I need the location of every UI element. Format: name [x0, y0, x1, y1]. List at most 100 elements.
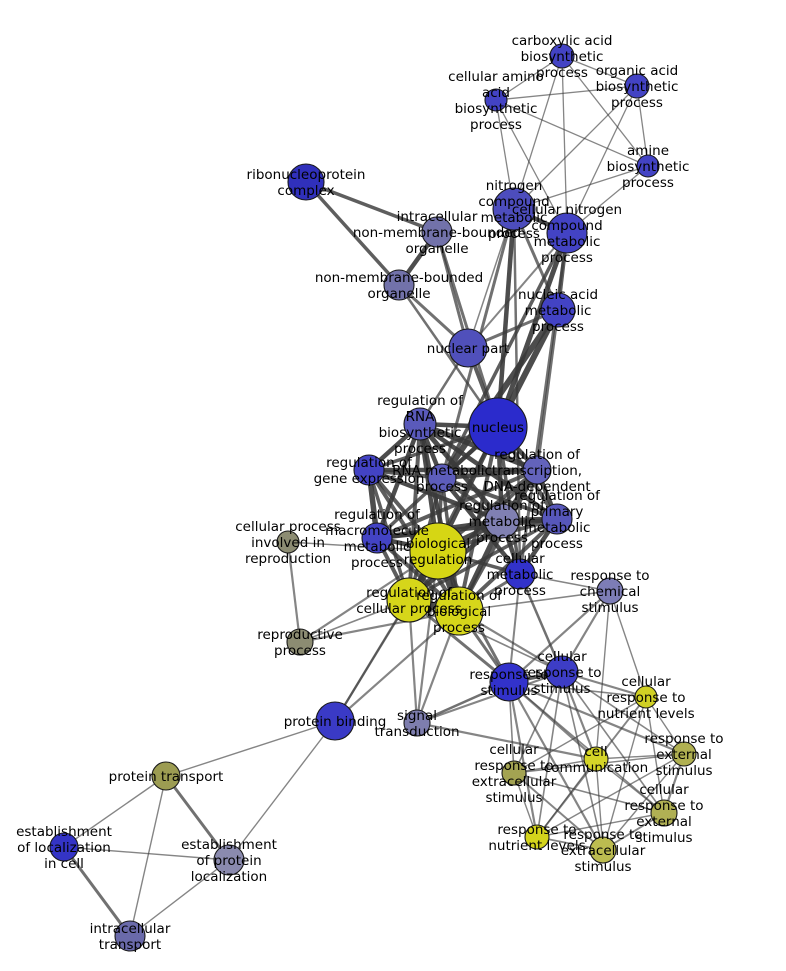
edge-res-rnl — [536, 753, 685, 838]
node-cmp[interactable] — [504, 558, 536, 590]
node-epl[interactable] — [213, 844, 245, 876]
edge-cc-cres — [513, 758, 597, 774]
node-rs[interactable] — [489, 662, 529, 702]
edge-nc-cmp — [512, 208, 522, 575]
node-rcs[interactable] — [596, 577, 624, 605]
node-ribo[interactable] — [287, 163, 325, 201]
node-it[interactable] — [114, 920, 146, 952]
node-caa[interactable] — [484, 88, 508, 112]
edge-bioreg-st — [415, 550, 440, 724]
edge-cres-rext — [513, 772, 604, 851]
node-npart[interactable] — [448, 328, 488, 368]
node-crnl[interactable] — [634, 685, 658, 709]
edge-crs-st — [416, 670, 563, 725]
node-cree[interactable] — [650, 799, 678, 827]
edge-rbp-rp — [299, 609, 460, 644]
edge-rs-rnl — [507, 681, 539, 838]
edge-ca-oa — [561, 55, 638, 87]
edge-rs-crnl — [508, 681, 647, 698]
node-rp[interactable] — [286, 628, 314, 656]
node-nc[interactable] — [492, 187, 536, 231]
node-rmp[interactable] — [484, 503, 520, 539]
node-rge[interactable] — [353, 454, 385, 486]
edge-cc-cree — [595, 758, 665, 814]
edge-rcs-rs — [508, 590, 611, 683]
edge-crs-cree — [561, 671, 665, 814]
edge-ca-am — [561, 55, 649, 167]
edge-am-nc — [513, 165, 649, 210]
node-st[interactable] — [403, 709, 431, 737]
node-pt[interactable] — [151, 761, 181, 791]
node-nam[interactable] — [540, 292, 576, 328]
edge-pb-pt — [165, 720, 336, 777]
node-crs[interactable] — [545, 655, 579, 689]
node-rpm[interactable] — [541, 503, 573, 535]
node-cnc[interactable] — [546, 212, 588, 254]
node-inmb[interactable] — [421, 216, 453, 248]
edge-oa-am — [636, 85, 649, 167]
edge-cree-rnl — [536, 812, 665, 838]
node-oa[interactable] — [624, 73, 650, 99]
edge-elc-epl — [63, 846, 230, 861]
node-nmb[interactable] — [383, 269, 415, 301]
node-rtd[interactable] — [522, 455, 552, 485]
edge-rtd-rnam — [441, 467, 538, 481]
edge-res-rext — [602, 753, 685, 851]
edge-cc-rnl — [536, 758, 597, 838]
edge-ribo-nmb — [304, 180, 401, 287]
node-elc[interactable] — [49, 832, 79, 862]
node-bioreg[interactable] — [409, 522, 467, 580]
edge-rcs-crnl — [609, 590, 647, 698]
node-rmm[interactable] — [361, 522, 393, 554]
node-rcp[interactable] — [386, 577, 432, 623]
edge-cnc-cmp — [518, 232, 569, 575]
node-rbp[interactable] — [434, 586, 484, 636]
node-ca[interactable] — [549, 43, 575, 69]
node-res[interactable] — [671, 741, 697, 767]
node-cc[interactable] — [583, 746, 609, 772]
edge-rs-cree — [508, 681, 665, 814]
edge-pt-elc — [63, 775, 167, 848]
node-rrb[interactable] — [403, 407, 437, 441]
node-nucleus[interactable] — [468, 397, 528, 457]
node-rnl[interactable] — [524, 824, 550, 850]
node-label-pb: protein binding — [284, 714, 387, 730]
edge-cmp-crs — [518, 573, 564, 673]
edge-cres-cree — [513, 772, 665, 814]
edge-ca-cnc — [561, 55, 568, 234]
node-cpir[interactable] — [276, 530, 300, 554]
node-cres[interactable] — [501, 760, 527, 786]
node-label-pt: protein transport — [109, 769, 224, 785]
edge-crnl-rext — [602, 696, 647, 851]
edge-caa-cnc — [495, 99, 568, 234]
node-rnam[interactable] — [427, 463, 457, 493]
node-am[interactable] — [636, 154, 660, 178]
edge-pt-it — [129, 775, 167, 937]
node-pb[interactable] — [315, 701, 355, 741]
node-rext[interactable] — [589, 836, 617, 864]
edge-npart-nc — [467, 208, 515, 349]
edge-rcs-rbp — [458, 590, 611, 612]
edge-rcs-cc — [595, 590, 611, 760]
